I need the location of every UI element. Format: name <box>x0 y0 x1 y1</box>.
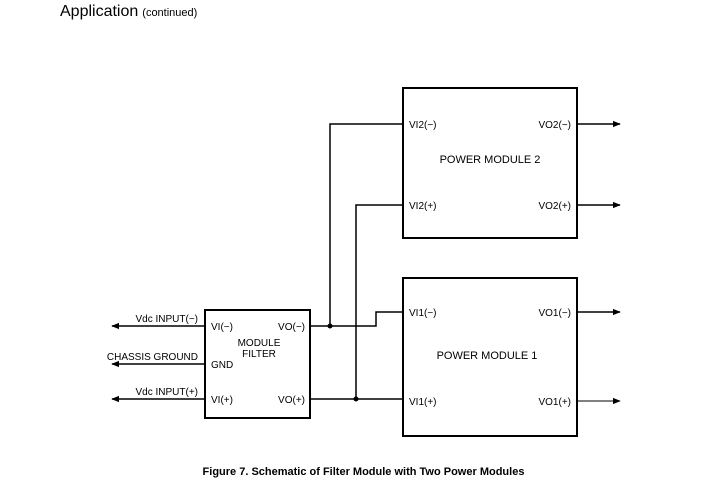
filter-vi-plus-label: VI(+) <box>211 395 233 406</box>
chassis-ground-label: CHASSIS GROUND <box>107 352 198 363</box>
figure-caption: Figure 7. Schematic of Filter Module wit… <box>202 466 525 478</box>
filter-vo-plus-label: VO(+) <box>278 395 305 406</box>
vi2-plus-wire <box>355 204 403 399</box>
filter-vi-minus-label: VI(−) <box>211 322 233 333</box>
pm1-title: POWER MODULE 1 <box>437 350 538 362</box>
header-title: Application <box>60 3 139 20</box>
filter-title-line1: MODULE <box>238 338 281 349</box>
header-subtitle: (continued) <box>142 7 198 19</box>
pm2-vo-minus-label: VO2(−) <box>538 120 571 131</box>
pm2-vo-plus-label: VO2(+) <box>538 201 571 212</box>
junction-dot <box>353 396 359 402</box>
junction-dot <box>327 323 333 329</box>
pm2-title: POWER MODULE 2 <box>440 154 541 166</box>
filter-gnd-label: GND <box>211 360 233 371</box>
pm1-vi-plus-label: VI1(+) <box>409 397 437 408</box>
filter-title-line2: FILTER <box>242 349 276 360</box>
pm2-vi-minus-label: VI2(−) <box>409 120 437 131</box>
vdc-input-plus-label: Vdc INPUT(+) <box>135 387 198 398</box>
pm1-vo-minus-label: VO1(−) <box>538 308 571 319</box>
pm1-vi-minus-label: VI1(−) <box>409 308 437 319</box>
vdc-input-minus-label: Vdc INPUT(−) <box>135 314 198 325</box>
power-module-1-box <box>402 277 578 437</box>
vi2-minus-wire <box>329 123 403 326</box>
page-header: Application(continued) <box>60 3 197 21</box>
power-module-2-box <box>402 87 578 239</box>
pm2-vi-plus-label: VI2(+) <box>409 201 437 212</box>
filter-vo-minus-label: VO(−) <box>278 322 305 333</box>
pm1-vo-plus-label: VO1(+) <box>538 397 571 408</box>
vo-minus-net <box>310 311 403 327</box>
